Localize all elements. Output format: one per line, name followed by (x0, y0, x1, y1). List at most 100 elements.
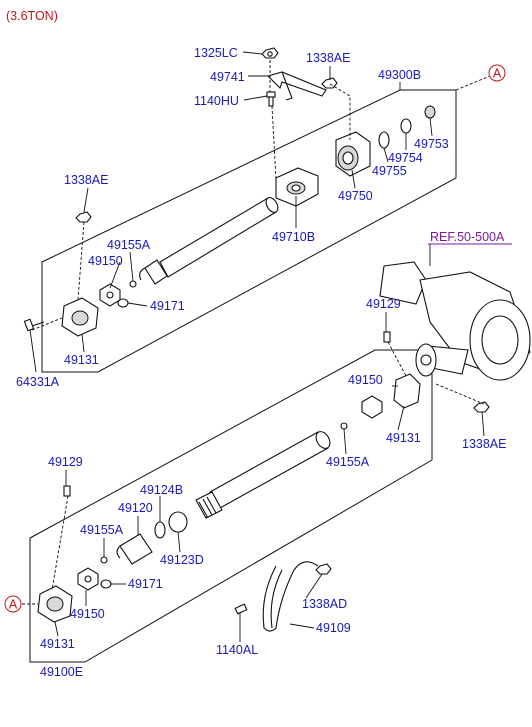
leader (29, 329, 37, 373)
universal-joint-low (77, 567, 99, 591)
label-49131-right[interactable]: 49131 (386, 431, 421, 445)
grease-nipple-49155a-low (100, 556, 108, 564)
leader (305, 573, 323, 599)
align-line (435, 383, 485, 405)
label-49750[interactable]: 49750 (338, 189, 373, 203)
label-1140al[interactable]: 1140AL (216, 643, 258, 657)
rear-axle-housing (379, 261, 531, 381)
label-49109[interactable]: 49109 (316, 621, 351, 635)
label-1325lc[interactable]: 1325LC (194, 46, 238, 60)
flange-yoke-right (393, 373, 421, 409)
label-1338ae-right[interactable]: 1338AE (462, 437, 506, 451)
label-49754[interactable]: 49754 (388, 151, 423, 165)
nut-1338ad (315, 563, 332, 575)
label-49753[interactable]: 49753 (414, 137, 449, 151)
label-1338ae-top[interactable]: 1338AE (306, 51, 350, 65)
leader (429, 117, 433, 137)
label-49129-left[interactable]: 49129 (48, 455, 83, 469)
label-49150-right[interactable]: 49150 (348, 373, 383, 387)
label-49741[interactable]: 49741 (210, 70, 245, 84)
label-49155a-mid[interactable]: 49155A (326, 455, 370, 469)
label-49150-low[interactable]: 49150 (70, 607, 105, 621)
nut-1338ae-right (473, 401, 490, 413)
rear-propeller-shaft (195, 431, 331, 519)
svg-text:A: A (493, 67, 502, 81)
leader (127, 302, 148, 307)
label-49131-low[interactable]: 49131 (40, 637, 75, 651)
label-49150-top[interactable]: 49150 (88, 254, 123, 268)
label-49123d[interactable]: 49123D (160, 553, 204, 567)
nut-1338ae-left (75, 211, 92, 223)
support-bracket (266, 71, 327, 101)
front-propeller-shaft (139, 197, 279, 285)
slip-yoke-49120 (116, 533, 153, 565)
nut-1338ae-top (321, 77, 338, 89)
align-line (271, 105, 277, 181)
leader (383, 147, 389, 163)
align-line (77, 221, 85, 301)
universal-joint-top (99, 280, 137, 307)
label-49755[interactable]: 49755 (372, 164, 407, 178)
flange-yoke-top (61, 297, 99, 337)
lower-assembly-frame (29, 349, 433, 663)
snap-ring-49171-low (100, 579, 112, 589)
label-49131-top[interactable]: 49131 (64, 353, 99, 367)
leader (289, 623, 315, 629)
label-1140hu[interactable]: 1140HU (194, 94, 239, 108)
universal-joint-right (361, 395, 383, 419)
flange-yoke-low (37, 585, 73, 623)
bolt-49129-left (63, 485, 71, 497)
label-1338ad[interactable]: 1338AD (302, 597, 347, 611)
leader (177, 531, 181, 553)
safety-strap-49109 (262, 561, 319, 632)
label-49710b[interactable]: 49710B (272, 230, 315, 244)
model-note: (3.6TON) (6, 9, 58, 23)
ring-49755 (378, 131, 390, 149)
leader (343, 428, 347, 455)
label-49129-right[interactable]: 49129 (366, 297, 401, 311)
leader (54, 621, 59, 637)
upper-assembly-frame (41, 89, 457, 373)
bolt-49129-right (383, 331, 391, 343)
label-49171-low[interactable]: 49171 (128, 577, 163, 591)
leader (83, 187, 89, 213)
ref-label[interactable]: REF.50-500A (430, 230, 505, 244)
label-49155a-top[interactable]: 49155A (107, 238, 151, 252)
grease-nipple-49155a-mid (340, 422, 348, 430)
align-line (31, 317, 63, 331)
ring-49753 (424, 105, 436, 119)
slip-sleeve-49123d (168, 511, 188, 533)
center-bearing-bracket (275, 167, 319, 207)
align-line (51, 495, 69, 591)
label-49124b[interactable]: 49124B (140, 483, 183, 497)
svg-text:A: A (9, 598, 18, 612)
nut-1325lc (261, 47, 279, 59)
leader (351, 169, 356, 189)
align-line (329, 83, 351, 140)
label-49155a-low[interactable]: 49155A (80, 523, 124, 537)
leader (109, 261, 121, 289)
align-line (387, 341, 407, 377)
label-1338ae-left[interactable]: 1338AE (64, 173, 108, 187)
label-49100e[interactable]: 49100E (40, 665, 83, 679)
seal-49124b (154, 521, 166, 539)
leader (243, 95, 268, 101)
label-64331a[interactable]: 64331A (16, 375, 60, 389)
label-49171-top[interactable]: 49171 (150, 299, 185, 313)
ring-49754 (400, 118, 412, 134)
align-line (455, 75, 491, 91)
leader (397, 405, 405, 431)
bolt-1140hu (266, 91, 276, 107)
leader (481, 411, 485, 437)
label-49300b[interactable]: 49300B (378, 68, 421, 82)
leader (129, 251, 134, 282)
bearing-housing-49750 (335, 131, 371, 177)
leader (242, 51, 263, 55)
snap-ring-49171-top (117, 298, 129, 308)
connector-marker-a-bottom: A (4, 595, 22, 613)
connector-marker-a-top: A (488, 64, 506, 82)
bolt-64331a (23, 318, 45, 332)
bolt-1140al (234, 603, 248, 615)
label-49120[interactable]: 49120 (118, 501, 153, 515)
